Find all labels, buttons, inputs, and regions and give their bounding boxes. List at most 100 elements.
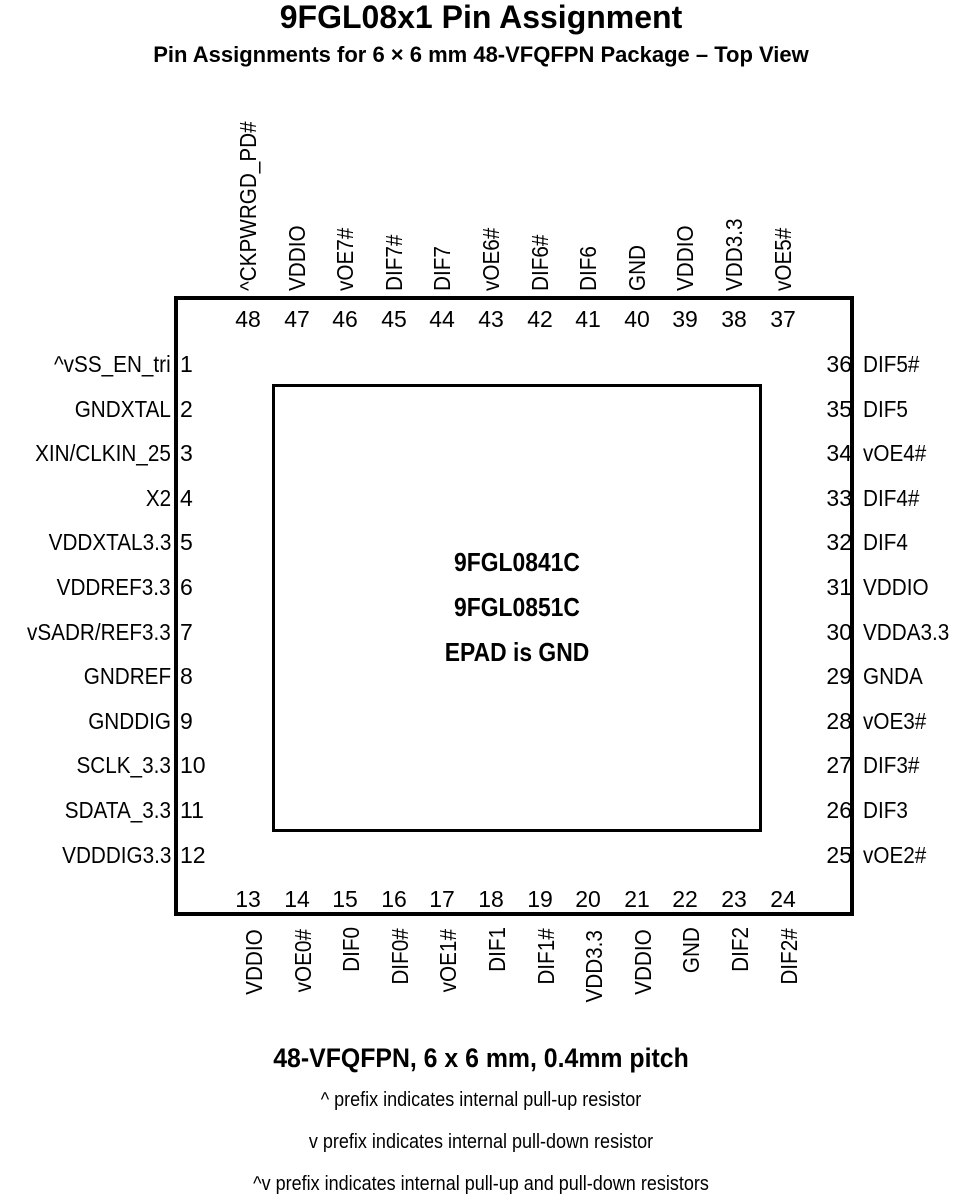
exposed-pad bbox=[272, 384, 762, 832]
legend-pullup-pulldown: ^v prefix indicates internal pull-up and… bbox=[253, 1173, 709, 1195]
pin-name-top-text: VDDIO bbox=[672, 225, 698, 291]
pin-name-top-text: VDD3.3 bbox=[721, 218, 747, 291]
pin-number-right: 25 bbox=[826, 842, 852, 868]
pin-name-top-text: vOE6# bbox=[478, 227, 504, 291]
pin-name-right: VDDIO bbox=[863, 574, 929, 600]
pin-name-top-text: DIF7# bbox=[381, 234, 407, 291]
pin-number-top: 41 bbox=[575, 306, 601, 332]
pin-number-top: 45 bbox=[381, 306, 407, 332]
pin-name-right: vOE2# bbox=[863, 842, 927, 868]
pin-name-top: GND bbox=[620, 245, 654, 291]
pin-number-left: 8 bbox=[180, 663, 193, 689]
pin-name-bottom: vOE0# bbox=[280, 922, 316, 992]
pin-number-right: 36 bbox=[826, 351, 852, 377]
pin-number-left: 2 bbox=[180, 396, 193, 422]
pin-number-top: 48 bbox=[235, 306, 261, 332]
pin-name-right: GNDA bbox=[863, 663, 923, 689]
pin-name-left: ^vSS_EN_tri bbox=[54, 351, 171, 377]
pin-name-left: VDDDIG3.3 bbox=[61, 842, 171, 868]
pin-name-bottom-text: DIF2# bbox=[776, 928, 802, 985]
pin-name-right: DIF5# bbox=[863, 351, 920, 377]
pin-number-bottom: 24 bbox=[770, 886, 796, 912]
pin-name-bottom: DIF2 bbox=[717, 922, 753, 972]
pin-name-left: GNDDIG bbox=[88, 708, 171, 734]
pin-name-bottom: DIF2# bbox=[766, 922, 802, 984]
pin-number-bottom: 22 bbox=[672, 886, 698, 912]
pin-name-bottom: DIF0# bbox=[377, 922, 413, 984]
pin-name-left: X2 bbox=[145, 485, 171, 511]
pin-name-left: GNDXTAL bbox=[74, 396, 171, 422]
pin-name-right: DIF4 bbox=[863, 529, 908, 555]
pin-name-left: SDATA_3.3 bbox=[64, 797, 171, 823]
pin-name-top: VDDIO bbox=[668, 225, 702, 291]
pin-name-top-text: GND bbox=[624, 244, 650, 291]
pin-name-top-text: DIF6 bbox=[575, 246, 601, 291]
pin-name-top: DIF7# bbox=[377, 235, 411, 291]
pin-number-top: 46 bbox=[332, 306, 358, 332]
pin-name-top: DIF6 bbox=[571, 246, 605, 291]
pin-name-bottom-text: DIF0# bbox=[387, 928, 413, 985]
pin-number-bottom: 21 bbox=[624, 886, 650, 912]
pin-name-top: vOE5# bbox=[766, 228, 800, 291]
pin-name-top-text: vOE7# bbox=[332, 227, 358, 291]
pin-number-top: 43 bbox=[478, 306, 504, 332]
pin-name-left: vSADR/REF3.3 bbox=[27, 619, 171, 645]
page-subtitle: Pin Assignments for 6 × 6 mm 48-VFQFPN P… bbox=[153, 42, 809, 67]
pin-name-top: VDD3.3 bbox=[717, 219, 751, 291]
pin-name-bottom-text: vOE0# bbox=[290, 929, 316, 993]
pin-name-right: DIF5 bbox=[863, 396, 908, 422]
pin-number-left: 11 bbox=[180, 797, 204, 823]
chip-part-number-2: 9FGL0851C bbox=[454, 592, 580, 622]
pin-name-top-text: DIF7 bbox=[429, 246, 455, 291]
pin-name-top: vOE6# bbox=[474, 228, 508, 291]
pin-name-top-text: vOE5# bbox=[770, 227, 796, 291]
pin-name-right: DIF4# bbox=[863, 485, 920, 511]
page-title: 9FGL08x1 Pin Assignment bbox=[279, 0, 683, 35]
pin-name-left: GNDREF bbox=[83, 663, 171, 689]
pin-number-right: 27 bbox=[826, 752, 852, 778]
legend-pullup: ^ prefix indicates internal pull-up resi… bbox=[320, 1089, 642, 1111]
pin-number-left: 6 bbox=[180, 574, 193, 600]
pin-name-bottom: DIF1 bbox=[474, 922, 510, 972]
pin-number-bottom: 13 bbox=[235, 886, 261, 912]
epad-note: EPAD is GND bbox=[444, 637, 590, 667]
pin-number-right: 34 bbox=[826, 440, 852, 466]
package-description: 48-VFQFPN, 6 x 6 mm, 0.4mm pitch bbox=[273, 1043, 689, 1073]
pin-name-top-text: VDDIO bbox=[284, 225, 310, 291]
pin-number-left: 4 bbox=[180, 485, 193, 511]
pin-name-bottom-text: DIF0 bbox=[338, 926, 364, 972]
pin-name-bottom-text: VDDIO bbox=[630, 929, 656, 995]
pin-name-top: DIF7 bbox=[425, 246, 459, 291]
pin-number-top: 39 bbox=[672, 306, 698, 332]
pin-name-left: SCLK_3.3 bbox=[76, 752, 171, 778]
pin-name-bottom-text: VDDIO bbox=[241, 929, 267, 995]
pin-number-bottom: 20 bbox=[575, 886, 601, 912]
pin-number-top: 42 bbox=[527, 306, 553, 332]
pin-number-top: 40 bbox=[624, 306, 650, 332]
pin-name-bottom: VDDIO bbox=[620, 922, 656, 995]
pin-number-right: 26 bbox=[826, 797, 852, 823]
pin-number-right: 30 bbox=[826, 619, 852, 645]
chip-label: 9FGL0841C 9FGL0851C EPAD is GND bbox=[301, 540, 732, 675]
legend-pulldown: v prefix indicates internal pull-down re… bbox=[308, 1131, 654, 1153]
pin-name-right: DIF3 bbox=[863, 797, 908, 823]
pin-name-bottom-text: GND bbox=[678, 927, 704, 974]
pin-name-right: DIF3# bbox=[863, 752, 920, 778]
pin-name-right: VDDA3.3 bbox=[863, 619, 950, 645]
pin-number-left: 7 bbox=[180, 619, 193, 645]
pin-number-bottom: 14 bbox=[284, 886, 310, 912]
pin-name-bottom: GND bbox=[668, 922, 704, 973]
pin-number-bottom: 16 bbox=[381, 886, 407, 912]
pin-name-bottom-text: DIF1 bbox=[484, 926, 510, 972]
pin-number-right: 29 bbox=[826, 663, 852, 689]
pin-name-top: ^CKPWRGD_PD# bbox=[231, 121, 265, 291]
chip-part-number-1: 9FGL0841C bbox=[454, 547, 580, 577]
pin-name-left: XIN/CLKIN_25 bbox=[35, 440, 171, 466]
pin-name-top-text: ^CKPWRGD_PD# bbox=[235, 121, 261, 291]
pin-number-right: 35 bbox=[826, 396, 852, 422]
pin-number-top: 44 bbox=[429, 306, 455, 332]
package-outline bbox=[174, 296, 854, 916]
pin-number-bottom: 19 bbox=[527, 886, 553, 912]
pin-name-top-text: DIF6# bbox=[527, 234, 553, 291]
pin-name-left: VDDREF3.3 bbox=[57, 574, 171, 600]
